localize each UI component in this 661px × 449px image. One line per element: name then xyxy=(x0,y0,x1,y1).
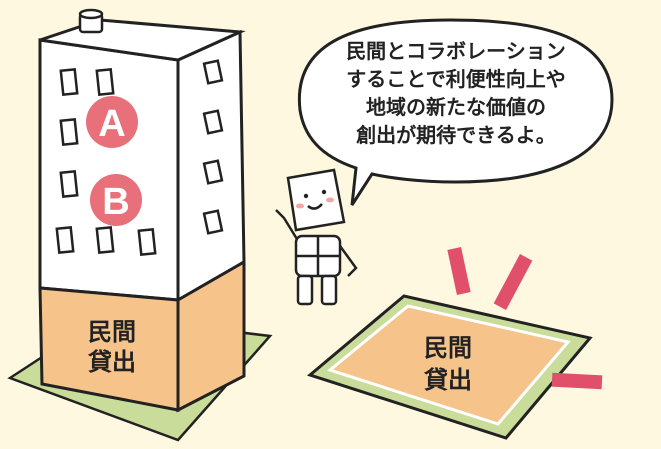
building-side-windows xyxy=(202,59,224,235)
character xyxy=(275,168,358,306)
lot-lease-label-line2: 貸出 xyxy=(424,366,472,394)
badge-b-letter: B xyxy=(102,181,129,223)
lot-lease-label-line1: 民間 xyxy=(424,334,472,362)
character-left-leg xyxy=(296,274,314,306)
building-front-windows xyxy=(55,67,157,257)
accent-ray-left xyxy=(447,247,471,295)
speech-line-2: することで利便性向上や xyxy=(346,67,565,91)
character-head xyxy=(286,168,346,232)
accent-rays xyxy=(447,247,603,390)
badge-a-letter: A xyxy=(98,103,125,145)
accent-ray-middle xyxy=(493,253,533,311)
building-lease-label-line2: 貸出 xyxy=(88,348,136,376)
speech-line-4: 創出が期待できるよ。 xyxy=(355,123,556,147)
accent-ray-right xyxy=(551,372,603,390)
badge-b: B xyxy=(90,174,142,226)
building: A B 民間 貸出 xyxy=(38,8,246,413)
lease-lot: 民間 貸出 xyxy=(306,294,593,440)
character-lowered-arm xyxy=(338,245,358,277)
speech-line-1: 民間とコラボレーション xyxy=(346,39,566,63)
character-right-leg xyxy=(320,274,338,306)
badge-a: A xyxy=(86,96,138,148)
building-lease-label-line1: 民間 xyxy=(88,318,136,346)
character-raised-arm xyxy=(275,209,302,245)
speech-bubble: 民間とコラボレーション することで利便性向上や 地域の新たな価値の 創出が期待で… xyxy=(297,18,614,206)
speech-line-3: 地域の新たな価値の xyxy=(366,95,546,119)
